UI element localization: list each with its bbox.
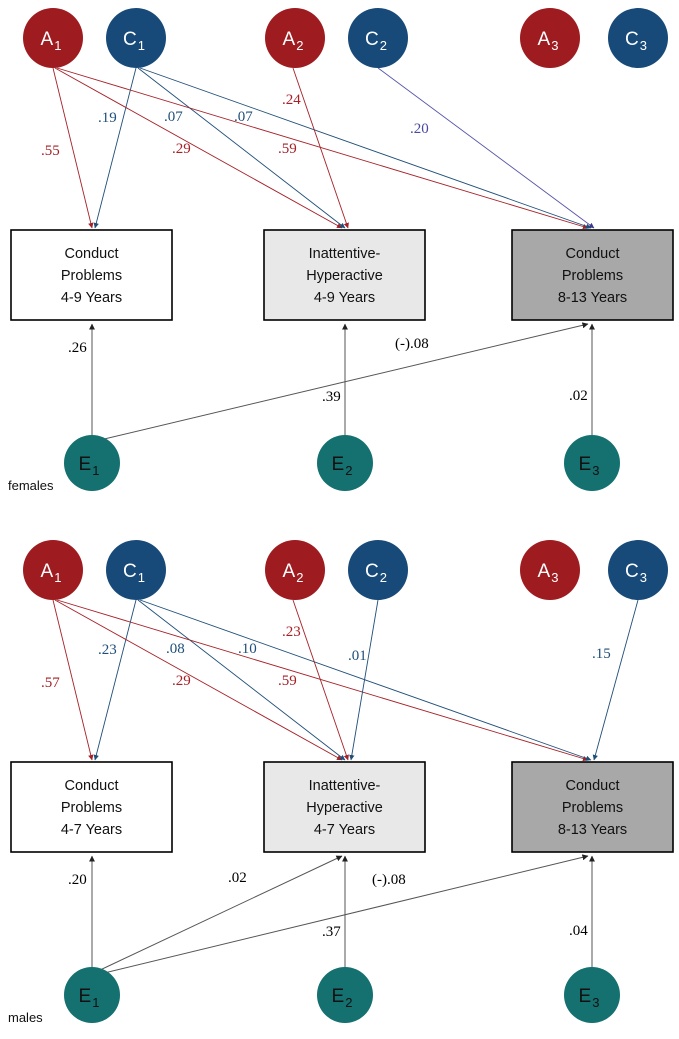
path-coefficient-females-C1-cp49: .19 (98, 110, 117, 126)
path-coefficient-females-E1-cp49: .26 (68, 340, 87, 356)
group-labels: females males (8, 478, 54, 1025)
path-arrow-males-C1-to-ih47 (137, 599, 346, 761)
path-coefficient-males-E3-cp813: .04 (569, 923, 588, 939)
phenotype-box-label-line: Inattentive- (309, 778, 381, 794)
latent-circle-females-C1[interactable] (106, 8, 166, 68)
phenotype-box-females-cp49[interactable] (10, 229, 173, 321)
path-arrow-females-C2-to-cp813 (377, 67, 595, 229)
path-coefficient-labels-group: .55 .19 .29 .07 .59 .07 .24 .20 .26 (-).08 .39 .02.… (41, 92, 611, 940)
error-circle-females-E3[interactable] (564, 435, 620, 491)
path-arrow-males-C1-to-cp813 (139, 599, 592, 761)
path-coefficient-females-E3-cp813: .02 (569, 388, 588, 404)
path-coefficient-females-A1-cp49: .55 (41, 143, 60, 159)
phenotype-box-label-line: 4-9 Years (61, 290, 122, 306)
phenotype-box-females-ih49[interactable] (263, 229, 426, 321)
latent-circle-females-A2[interactable] (265, 8, 325, 68)
path-coefficient-males-E1-ih47: .02 (228, 870, 247, 886)
path-coefficient-males-C3-cp813: .15 (592, 646, 611, 662)
path-arrow-females-C1-to-cp49 (93, 67, 137, 229)
error-circle-males-E1[interactable] (64, 967, 120, 1023)
latent-circle-males-A3[interactable] (520, 540, 580, 600)
path-coefficient-males-E1-cp47: .20 (68, 872, 87, 888)
path-coefficient-males-C1-ih47: .08 (166, 641, 185, 657)
path-arrow-females-C1-to-ih49 (137, 67, 346, 229)
path-coefficient-females-A1-cp813: .59 (278, 141, 297, 157)
path-coefficient-females-A1-ih49: .29 (172, 141, 191, 157)
latent-circle-males-A1[interactable] (23, 540, 83, 600)
path-coefficient-females-C1-cp813: .07 (234, 109, 253, 125)
path-arrow-males-E1-to-ih47 (97, 855, 343, 972)
path-coefficient-males-C1-cp47: .23 (98, 642, 117, 658)
phenotype-box-label-line: 4-7 Years (314, 822, 375, 838)
path-arrow-females-E1-to-cp813 (99, 322, 589, 441)
phenotype-box-females-cp813[interactable] (511, 229, 674, 321)
path-arrow-males-C2-to-ih47 (349, 599, 379, 761)
path-arrow-males-A1-to-cp813 (56, 599, 589, 762)
path-arrow-males-A2-to-ih47 (292, 599, 349, 761)
path-arrow-males-C3-to-cp813 (592, 599, 639, 761)
path-arrow-females-A1-to-cp49 (52, 67, 94, 229)
phenotype-box-label-line: Problems (61, 800, 122, 816)
path-arrow-females-A1-to-cp813 (56, 67, 589, 230)
phenotype-box-label-line: Hyperactive (306, 268, 383, 284)
phenotype-box-label-line: Inattentive- (309, 246, 381, 262)
error-circle-females-E1[interactable] (64, 435, 120, 491)
path-coefficient-males-E2-ih47: .37 (322, 924, 341, 940)
path-coefficient-females-E2-ih49: .39 (322, 389, 341, 405)
phenotype-box-males-ih47[interactable] (263, 761, 426, 853)
phenotype-box-label-line: 8-13 Years (558, 290, 627, 306)
path-coefficient-females-E1-cp813: (-).08 (395, 336, 429, 352)
path-arrow-males-C1-to-cp47 (93, 599, 137, 761)
phenotype-box-label-line: Conduct (565, 246, 619, 262)
path-arrow-females-A2-to-ih49 (292, 67, 349, 229)
path-arrow-females-A1-to-ih49 (54, 67, 343, 229)
latent-circle-females-C3[interactable] (608, 8, 668, 68)
phenotype-box-label-line: Conduct (64, 246, 118, 262)
latent-circle-males-C2[interactable] (348, 540, 408, 600)
error-circle-females-E2[interactable] (317, 435, 373, 491)
group-label-males: males (8, 1010, 43, 1025)
path-coefficient-males-A1-ih47: .29 (172, 673, 191, 689)
phenotype-box-label-line: 4-7 Years (61, 822, 122, 838)
phenotype-box-males-cp47[interactable] (10, 761, 173, 853)
path-coefficient-females-A2-ih49: .24 (282, 92, 301, 108)
latent-circle-males-C3[interactable] (608, 540, 668, 600)
latent-circle-females-A3[interactable] (520, 8, 580, 68)
error-circle-males-E2[interactable] (317, 967, 373, 1023)
latent-circle-females-A1[interactable] (23, 8, 83, 68)
phenotype-box-label-line: 8-13 Years (558, 822, 627, 838)
phenotype-box-males-cp813[interactable] (511, 761, 674, 853)
path-arrow-females-C1-to-cp813 (139, 67, 592, 229)
path-coefficient-females-C1-ih49: .07 (164, 109, 183, 125)
phenotype-box-label-line: Problems (562, 800, 623, 816)
path-coefficient-males-C2-ih47: .01 (348, 648, 367, 664)
path-arrow-males-A1-to-ih47 (54, 599, 343, 761)
latent-circle-males-A2[interactable] (265, 540, 325, 600)
path-arrows-group (52, 67, 639, 975)
path-arrow-males-E1-to-cp813 (99, 854, 589, 975)
latent-circle-females-C2[interactable] (348, 8, 408, 68)
latent-circle-males-C1[interactable] (106, 540, 166, 600)
phenotype-box-label-line: 4-9 Years (314, 290, 375, 306)
path-coefficient-males-A1-cp813: .59 (278, 673, 297, 689)
error-circle-males-E3[interactable] (564, 967, 620, 1023)
phenotype-box-label-line: Problems (562, 268, 623, 284)
phenotype-box-label-line: Conduct (64, 778, 118, 794)
path-coefficient-males-A1-cp47: .57 (41, 675, 60, 691)
group-label-females: females (8, 478, 54, 493)
path-coefficient-males-E1-cp813: (-).08 (372, 872, 406, 888)
path-arrow-males-A1-to-cp47 (52, 599, 94, 761)
phenotype-box-label-line: Problems (61, 268, 122, 284)
phenotype-box-label-line: Hyperactive (306, 800, 383, 816)
path-coefficient-males-A2-ih47: .23 (282, 624, 301, 640)
path-coefficient-females-C2-cp813: .20 (410, 121, 429, 137)
path-coefficient-males-C1-cp813: .10 (238, 641, 257, 657)
phenotype-box-label-line: Conduct (565, 778, 619, 794)
